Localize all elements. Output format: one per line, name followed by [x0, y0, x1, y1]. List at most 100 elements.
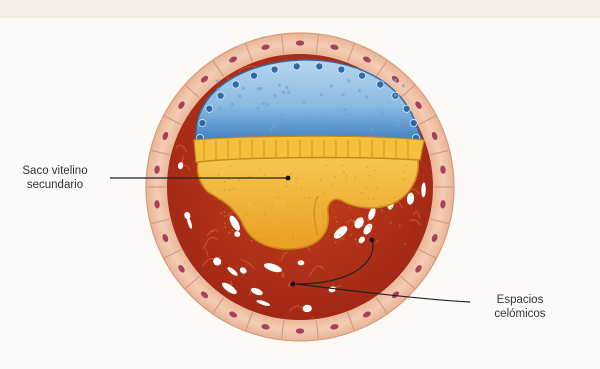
yolk-dot [322, 224, 324, 226]
yolk-dot [292, 236, 294, 238]
epiblast-speck [266, 103, 269, 106]
epiblast-speck [367, 116, 370, 119]
yolk-dot [404, 243, 406, 245]
yolk-dot [376, 187, 378, 189]
epiblast-speck [397, 123, 400, 126]
yolk-dot [380, 205, 382, 207]
yolk-dot [304, 197, 306, 199]
mesoderm-strand [396, 306, 401, 315]
epiblast-speck [394, 94, 397, 97]
yolk-dot [355, 239, 357, 241]
epiblast-speck [282, 91, 285, 94]
label-espacios-celomicos: Espacios celómicos [470, 293, 570, 321]
yolk-dot [335, 241, 337, 243]
yolk-dot [350, 234, 352, 236]
yolk-dot [340, 238, 342, 240]
yolk-dot [300, 187, 302, 189]
yolk-dot [404, 178, 406, 180]
epiblast-speck [347, 79, 350, 82]
yolk-dot [224, 190, 226, 192]
epiblast-speck [309, 116, 312, 119]
yolk-dot [368, 175, 370, 177]
yolk-dot [233, 188, 235, 190]
yolk-dot [251, 240, 253, 242]
pointer-dot-espacios-2 [291, 282, 296, 287]
yolk-dot [361, 192, 363, 194]
epiblast-speck [217, 88, 220, 91]
epiblast-cell [377, 81, 384, 88]
yolk-dot [362, 223, 364, 225]
pointer-dot-espacios-1 [370, 238, 375, 243]
yolk-dot [346, 175, 348, 177]
yolk-dot [353, 221, 355, 223]
yolk-dot [229, 232, 231, 234]
yolk-dot [341, 164, 343, 166]
epiblast-cell [271, 66, 278, 73]
yolk-dot [230, 165, 232, 167]
yolk-dot [292, 238, 294, 240]
label-espacios-line-2: celómicos [470, 307, 570, 321]
yolk-dot [264, 214, 266, 216]
yolk-dot [218, 174, 220, 176]
yolk-dot [277, 196, 279, 198]
yolk-dot [209, 192, 211, 194]
epiblast-speck [259, 87, 262, 90]
yolk-dot [224, 215, 226, 217]
yolk-dot [318, 205, 320, 207]
epiblast-speck [372, 116, 375, 119]
yolk-dot [277, 217, 279, 219]
yolk-dot [224, 223, 226, 225]
yolk-dot [255, 203, 257, 205]
yolk-dot [238, 179, 240, 181]
epiblast-speck [324, 117, 327, 120]
yolk-dot [228, 178, 230, 180]
epiblast-cell [316, 63, 323, 70]
yolk-dot [295, 178, 297, 180]
yolk-dot [258, 169, 260, 171]
epiblast-speck [216, 80, 219, 83]
epiblast-speck [285, 86, 288, 89]
epiblast-speck [238, 95, 241, 98]
yolk-dot [320, 179, 322, 181]
yolk-dot [309, 197, 311, 199]
epiblast-speck [394, 78, 397, 81]
yolk-dot [264, 174, 266, 176]
label-saco-line-1: Saco vitelino [6, 164, 104, 178]
yolk-dot [349, 207, 351, 209]
epiblast-cell [206, 105, 213, 112]
yolk-dot [368, 198, 370, 200]
yolk-dot [343, 172, 345, 174]
yolk-dot [365, 186, 367, 188]
yolk-dot [261, 239, 263, 241]
yolk-dot [390, 222, 392, 224]
epiblast-cell [250, 72, 257, 79]
epiblast-speck [222, 118, 225, 121]
epiblast-cell [199, 119, 206, 126]
yolk-dot [399, 225, 401, 227]
yolk-dot [354, 177, 356, 179]
yolk-dot [211, 231, 213, 233]
epiblast-speck [371, 128, 374, 131]
yolk-dot [301, 207, 303, 209]
epiblast-speck [269, 128, 272, 131]
epiblast-speck [402, 84, 405, 87]
epiblast-speck [303, 100, 306, 103]
yolk-dot [332, 184, 334, 186]
label-espacios-line-1: Espacios [470, 293, 570, 307]
yolk-dot [403, 171, 405, 173]
epiblast-cell [293, 63, 300, 70]
epiblast-speck [279, 114, 282, 117]
epiblast-speck [320, 119, 323, 122]
epiblast-cell [338, 66, 345, 73]
yolk-dot [345, 178, 347, 180]
yolk-dot [339, 234, 341, 236]
epiblast-cell [217, 92, 224, 99]
top-band [0, 0, 600, 18]
cell-nucleus [296, 328, 304, 333]
yolk-dot [224, 226, 226, 228]
epiblast-speck [348, 113, 351, 116]
yolk-dot [231, 229, 233, 231]
yolk-dot [285, 234, 287, 236]
epiblast-cell [410, 119, 417, 126]
